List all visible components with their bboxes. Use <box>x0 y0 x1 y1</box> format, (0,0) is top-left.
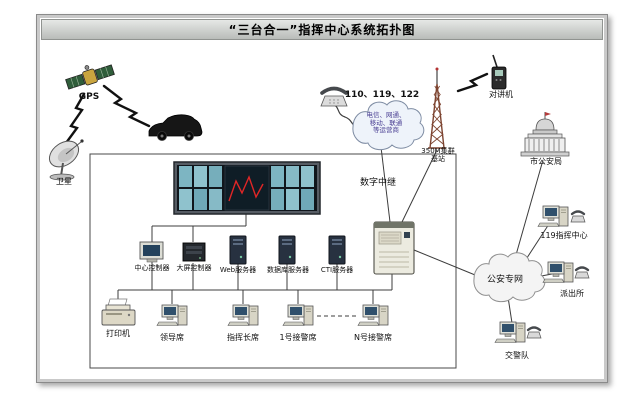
gps-dish-lightning <box>64 92 86 145</box>
tower-walkie-lightning <box>456 72 489 93</box>
seat1-pc <box>282 304 314 326</box>
web-server-icon <box>229 235 247 265</box>
center-controller-icon <box>139 241 164 263</box>
car-icon <box>148 114 203 141</box>
operators-cloud <box>352 100 425 151</box>
radio-tower-icon <box>428 67 446 149</box>
gps-car-lightning <box>102 84 151 128</box>
wall-graph-line <box>228 175 264 202</box>
database-server-icon <box>278 235 296 265</box>
satellite-dish-icon <box>48 139 84 181</box>
cti-server-icon <box>328 235 346 265</box>
wall-center-screen <box>224 165 270 211</box>
seatn-pc <box>357 304 389 326</box>
bureau-building-icon <box>520 112 570 157</box>
video-wall <box>173 161 321 215</box>
digital-trunk-cabinet <box>373 221 415 275</box>
printer-icon <box>101 298 136 326</box>
lightning-links <box>64 72 489 145</box>
traffic-police-pc <box>494 321 526 343</box>
police-station-pc <box>542 261 574 283</box>
traffic-police-phone-icon <box>525 326 543 340</box>
system-boundary-box <box>89 153 457 369</box>
center119-phone-icon <box>569 210 587 224</box>
center119-pc <box>537 205 569 227</box>
leader-seat-pc <box>156 304 188 326</box>
screen-controller-icon <box>182 242 206 262</box>
hotline-phone-icon <box>320 86 348 107</box>
police-station-phone-icon <box>573 266 591 280</box>
diagram-title: “三台合一”指挥中心系统拓扑图 <box>41 19 603 40</box>
walkie-talkie-icon <box>491 54 507 90</box>
police-network-cloud <box>473 252 546 303</box>
commander-seat-pc <box>227 304 259 326</box>
gps-satellite-icon <box>65 64 115 90</box>
